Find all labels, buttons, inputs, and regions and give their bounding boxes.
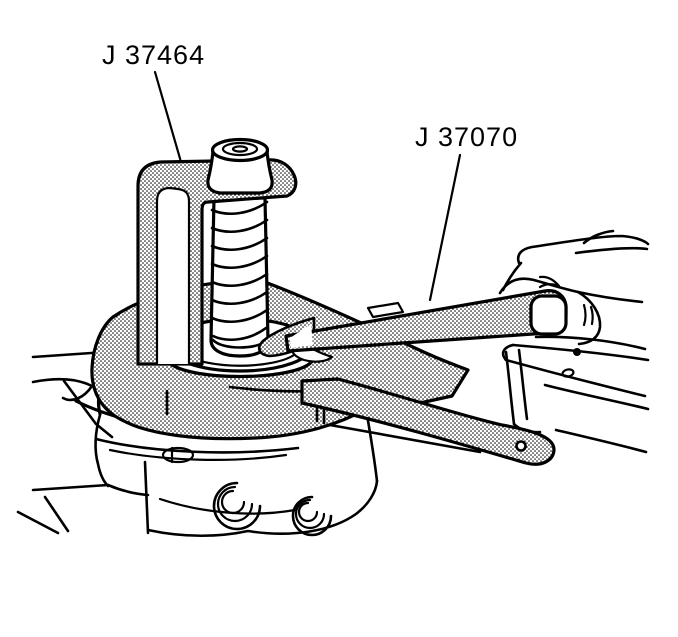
handle-end-cap xyxy=(529,294,568,336)
callout-j37464-label: J 37464 xyxy=(102,40,205,70)
leader-line-j37464 xyxy=(153,70,183,164)
threaded-hole xyxy=(212,481,262,531)
technician-hand xyxy=(498,229,650,351)
bracket-leg xyxy=(504,348,529,426)
bolt-hole xyxy=(161,446,195,464)
leader-line-j37070 xyxy=(428,153,462,302)
callouts: J 37464 J 37070 xyxy=(102,40,518,302)
threaded-hole xyxy=(291,495,333,537)
handle-slot xyxy=(366,301,405,319)
plate-hole xyxy=(561,368,575,378)
bracket-plate xyxy=(501,343,650,454)
clamp-tool-j37464 xyxy=(136,137,298,366)
callout-j37070-label: J 37070 xyxy=(415,122,518,152)
thumb xyxy=(576,290,602,346)
forcing-screw xyxy=(209,196,270,358)
knuckle-creases xyxy=(582,303,594,327)
lever-lower-arm xyxy=(300,377,556,466)
pin-hole xyxy=(515,440,527,452)
screw-nut xyxy=(206,137,274,195)
lever-tool-j37070 xyxy=(257,289,568,466)
rivet-hole xyxy=(573,348,581,356)
screw-threads xyxy=(210,200,269,342)
